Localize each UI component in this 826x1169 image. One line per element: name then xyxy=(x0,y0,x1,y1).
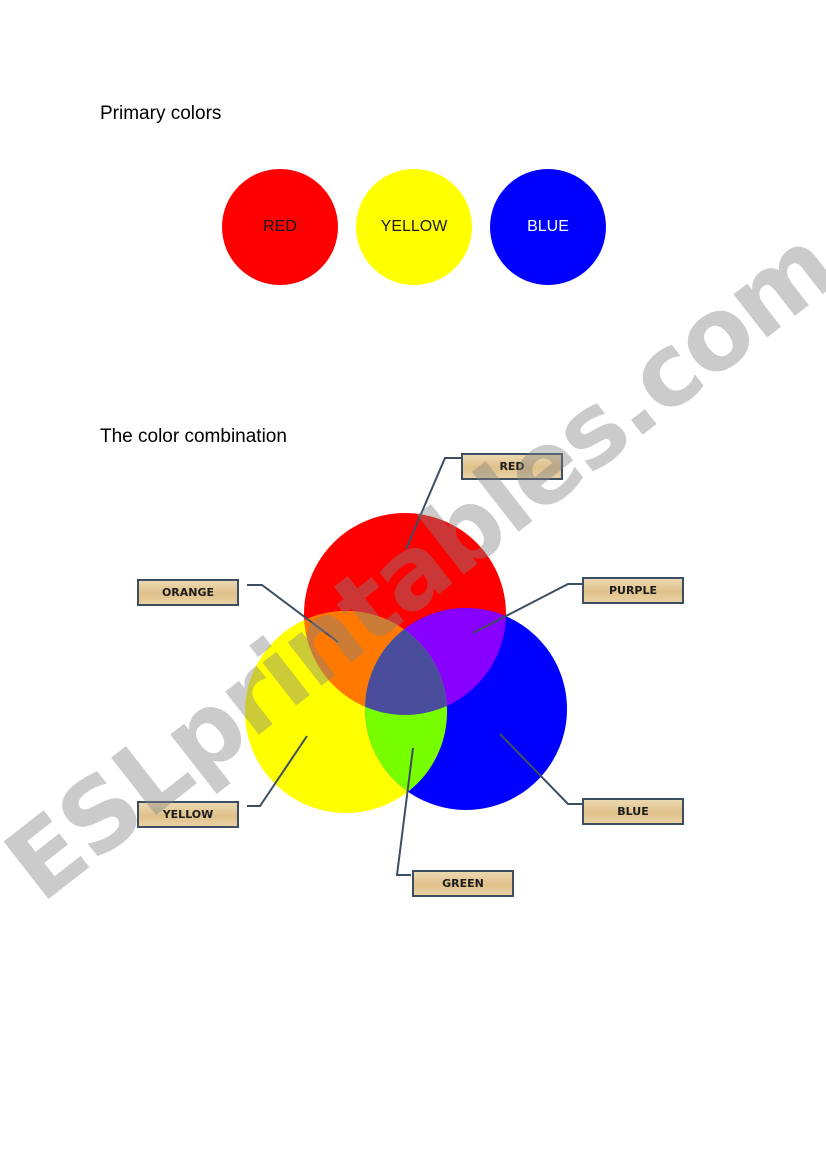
label-red: RED xyxy=(461,453,563,480)
label-yellow: YELLOW xyxy=(137,801,239,828)
venn-center-overlap xyxy=(365,611,447,715)
color-venn-diagram xyxy=(245,457,582,876)
green-leader-line xyxy=(395,747,414,876)
label-purple: PURPLE xyxy=(582,577,684,604)
red-circle: RED xyxy=(222,169,338,285)
red-circle-label: RED xyxy=(263,218,297,235)
blue-circle: BLUE xyxy=(490,169,606,285)
yellow-circle-label: YELLOW xyxy=(380,218,448,235)
label-orange: ORANGE xyxy=(137,579,239,606)
primary-colors-heading: Primary colors xyxy=(100,103,222,124)
orange-leader-line xyxy=(247,584,339,643)
blue-circle-label: BLUE xyxy=(527,218,569,235)
blue-leader-line xyxy=(499,733,582,805)
label-green: GREEN xyxy=(412,870,514,897)
purple-leader-line xyxy=(472,583,582,634)
color-combination-heading: The color combination xyxy=(100,426,287,447)
yellow-circle: YELLOW xyxy=(356,169,472,285)
red-leader-line xyxy=(405,457,461,550)
label-blue: BLUE xyxy=(582,798,684,825)
yellow-leader-line xyxy=(247,735,308,807)
